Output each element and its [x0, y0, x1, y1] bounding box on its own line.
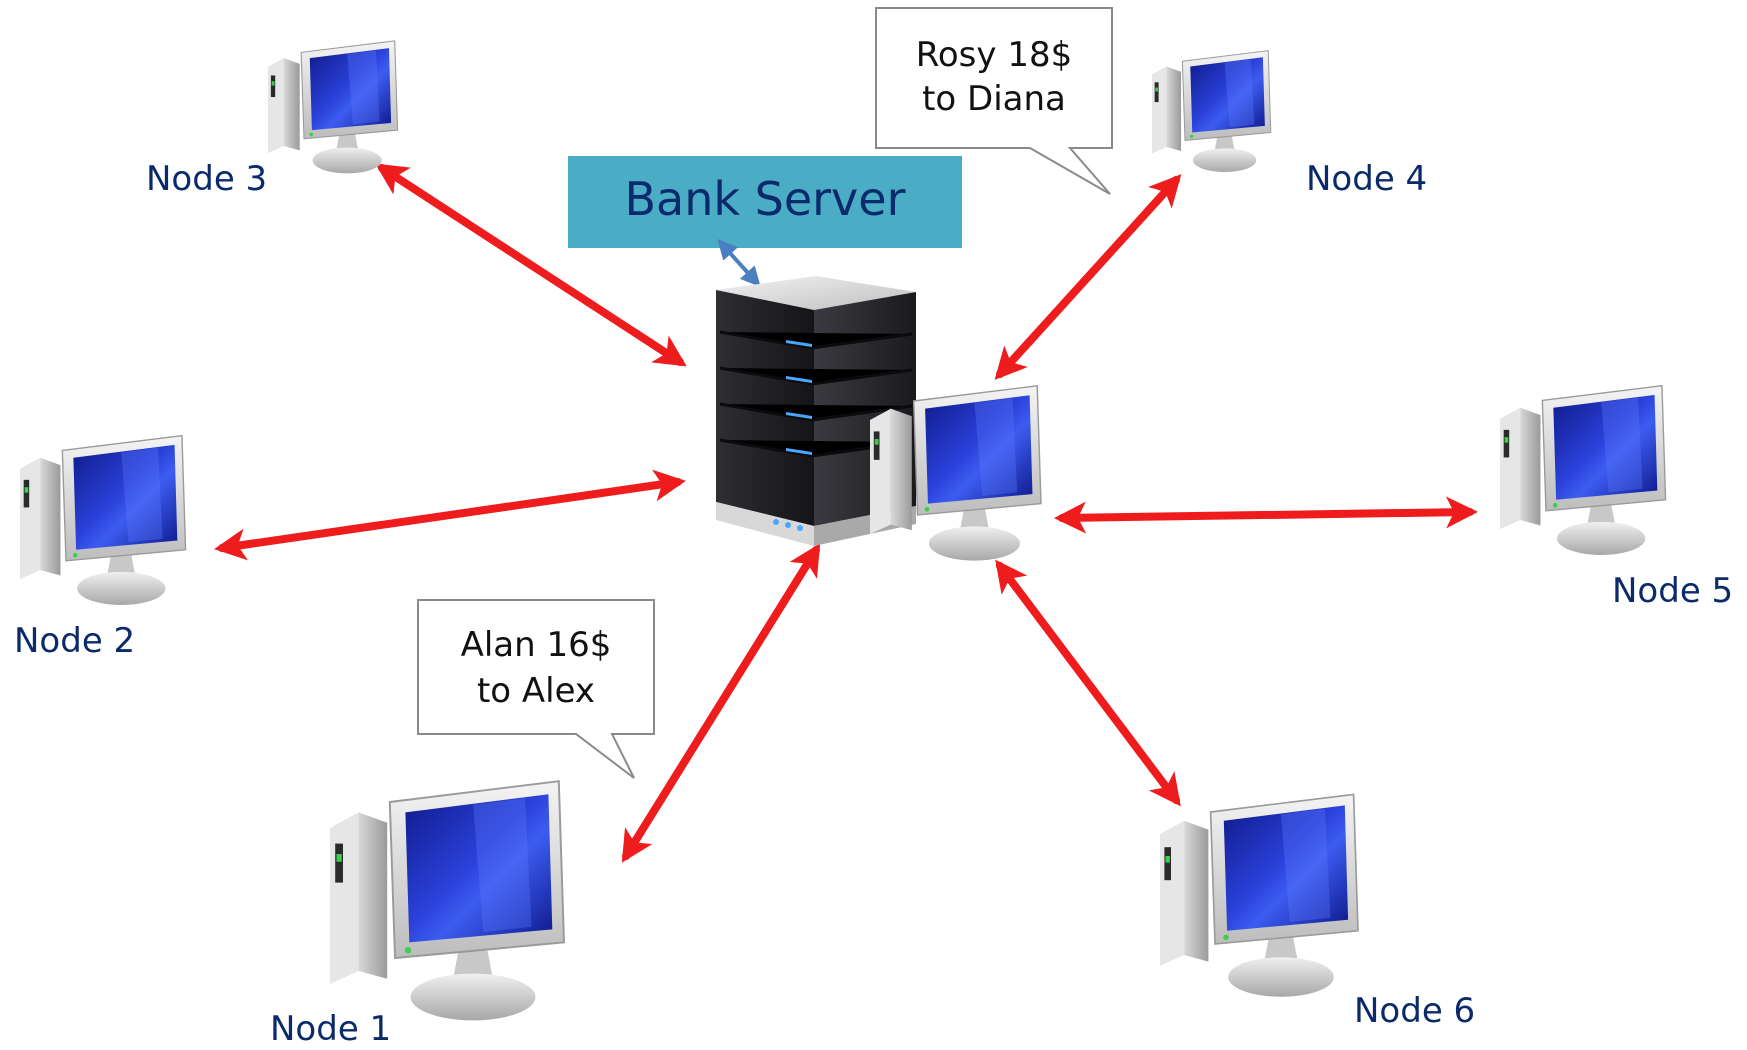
node3-label: Node 3 — [146, 159, 267, 199]
node6-label: Node 6 — [1354, 991, 1475, 1031]
arrow-center-node6 — [995, 559, 1181, 807]
bubble-node4-line2: to Diana — [922, 79, 1066, 119]
arrow-center-node5 — [1054, 496, 1478, 534]
bank-server-title: Bank Server — [624, 172, 905, 226]
arrow-server-node2 — [214, 469, 686, 561]
transaction-bubble-node1: Alan 16$ to Alex — [417, 599, 655, 779]
node4-computer-icon — [1151, 50, 1272, 173]
hub-computer-icon — [869, 385, 1042, 562]
node5-label: Node 5 — [1612, 571, 1733, 611]
node3-computer-icon — [267, 40, 399, 174]
node1-label: Node 1 — [270, 1009, 391, 1049]
arrow-server-node1 — [621, 543, 821, 863]
bubble-node1-line2: to Alex — [477, 671, 595, 711]
arrow-server-node3 — [375, 163, 687, 367]
node2-computer-icon — [19, 434, 187, 606]
connection-arrows — [214, 163, 1478, 863]
node6-computer-icon — [1159, 793, 1359, 998]
bank-server-label: Bank Server — [568, 156, 962, 248]
bubble-node4-line1: Rosy 18$ — [916, 35, 1072, 75]
node4-label: Node 4 — [1306, 159, 1427, 199]
node5-computer-icon — [1499, 384, 1667, 556]
label-server-link-arrow — [717, 239, 761, 287]
bubble-node1-line1: Alan 16$ — [461, 625, 612, 665]
arrow-center-node4 — [994, 174, 1182, 380]
transaction-bubble-node4: Rosy 18$ to Diana — [875, 7, 1113, 195]
node1-computer-icon — [329, 780, 565, 1022]
node2-label: Node 2 — [14, 621, 135, 661]
